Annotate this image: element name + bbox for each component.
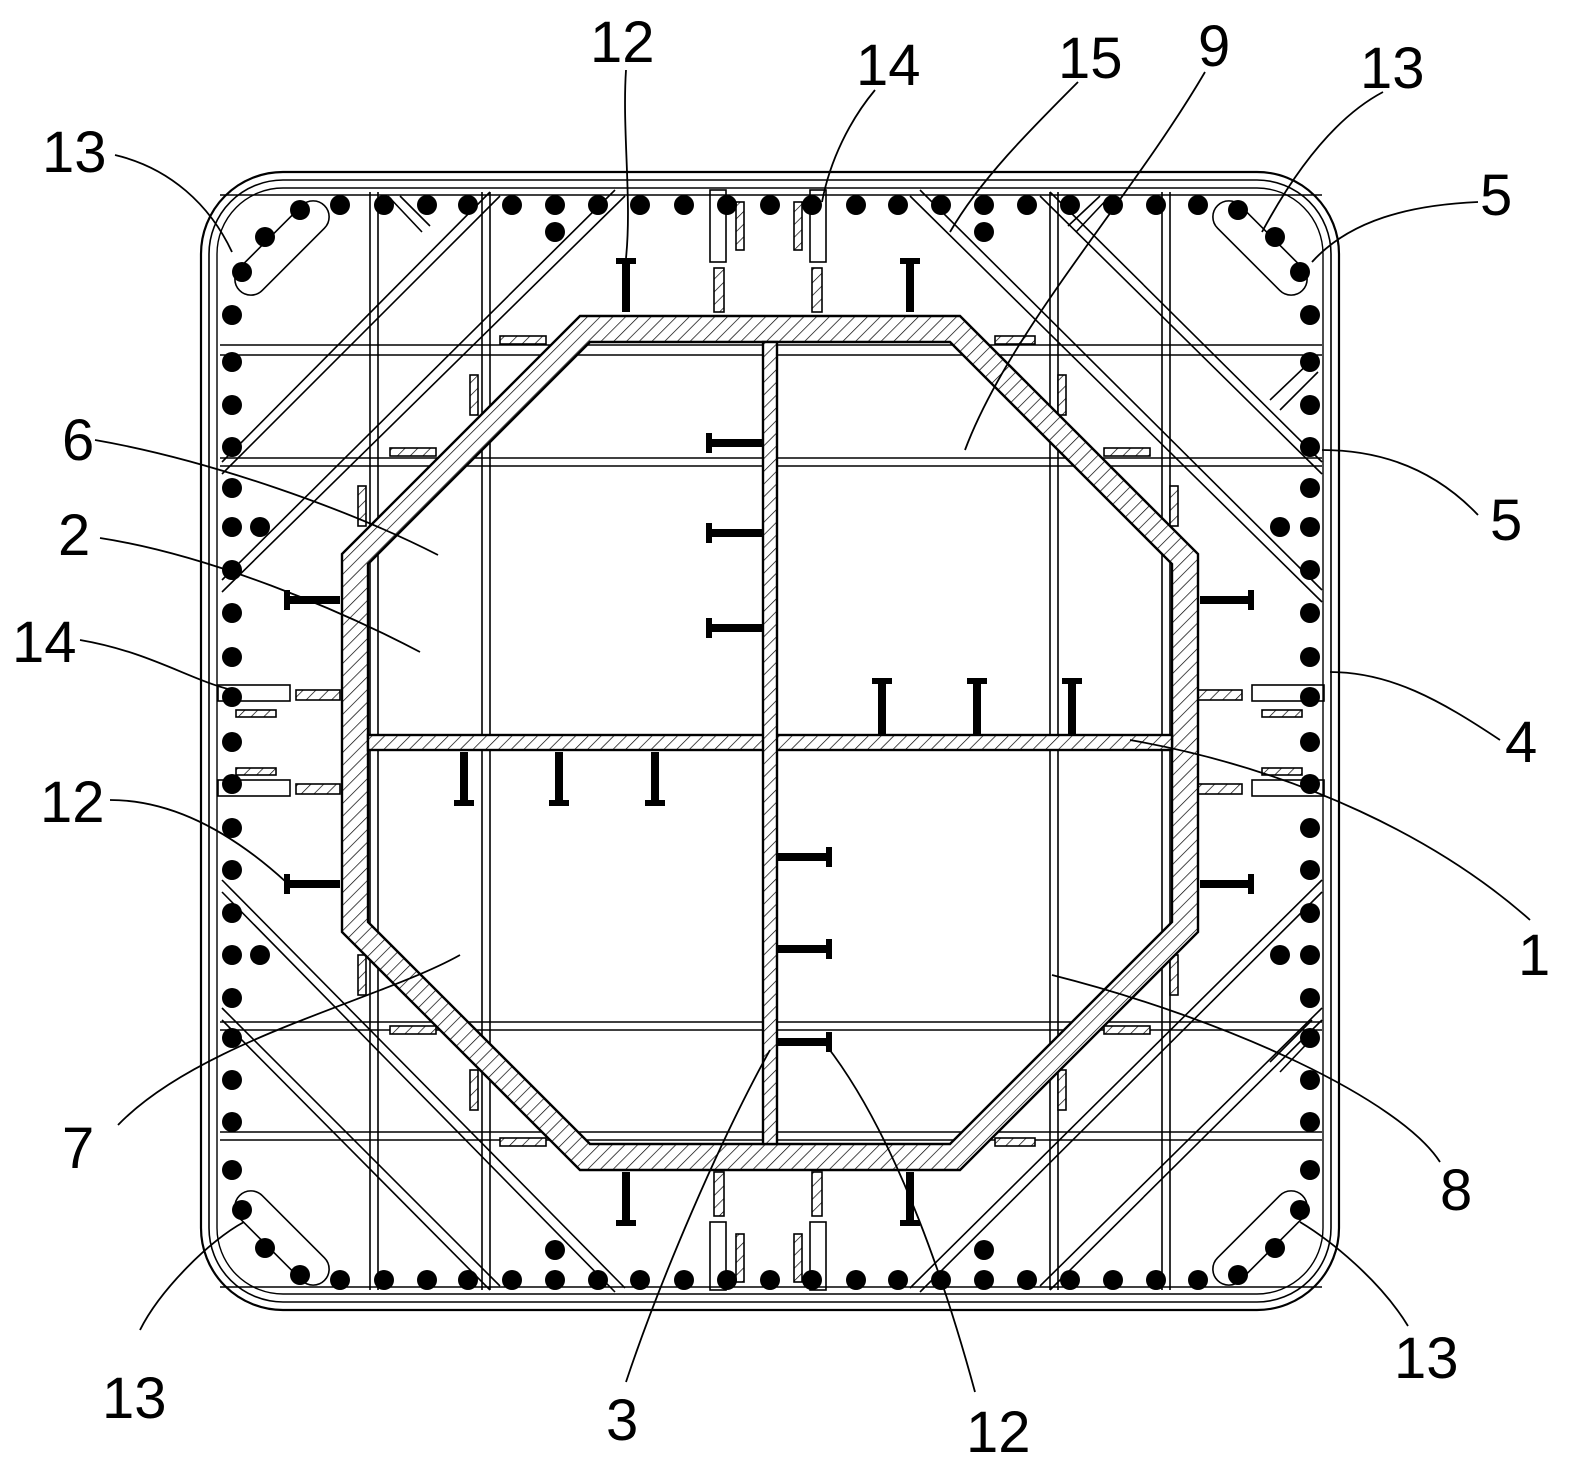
label-5-lower: 5	[1490, 488, 1522, 553]
label-8: 8	[1440, 1158, 1472, 1223]
label-12-top: 12	[590, 10, 655, 75]
label-13-bottom-left: 13	[102, 1366, 167, 1431]
diagonal-ties	[221, 189, 1323, 1293]
label-2: 2	[58, 503, 90, 568]
label-14-left: 14	[12, 610, 77, 675]
label-13-bottom-right: 13	[1394, 1326, 1459, 1391]
label-13-top-right: 13	[1360, 36, 1425, 101]
label-5-upper: 5	[1480, 163, 1512, 228]
label-14-top: 14	[856, 33, 921, 98]
label-6: 6	[62, 408, 94, 473]
label-1: 1	[1518, 923, 1550, 988]
connector-plates	[235, 195, 1319, 1283]
centre-link-bars	[217, 189, 1325, 1291]
cross-plates	[366, 340, 1174, 1146]
label-3: 3	[606, 1388, 638, 1453]
label-15: 15	[1058, 26, 1123, 91]
label-12-left: 12	[40, 770, 105, 835]
label-13-top-left: 13	[42, 120, 107, 185]
outer-concrete-boundary	[199, 170, 1341, 1312]
outer-casing-inner	[216, 187, 1324, 1295]
label-12-bottom: 12	[966, 1400, 1031, 1465]
longitudinal-rebars	[222, 195, 1320, 1290]
outer-casing	[208, 179, 1332, 1303]
label-4: 4	[1505, 710, 1537, 775]
part-labels: 12 14 15 9 13 13 5 5 6 2 14 4 12 1 7 8 1…	[12, 10, 1550, 1465]
octagonal-steel-tube	[340, 314, 1200, 1172]
leader-lines	[79, 69, 1531, 1393]
label-7: 7	[62, 1116, 94, 1181]
label-9: 9	[1198, 14, 1230, 79]
